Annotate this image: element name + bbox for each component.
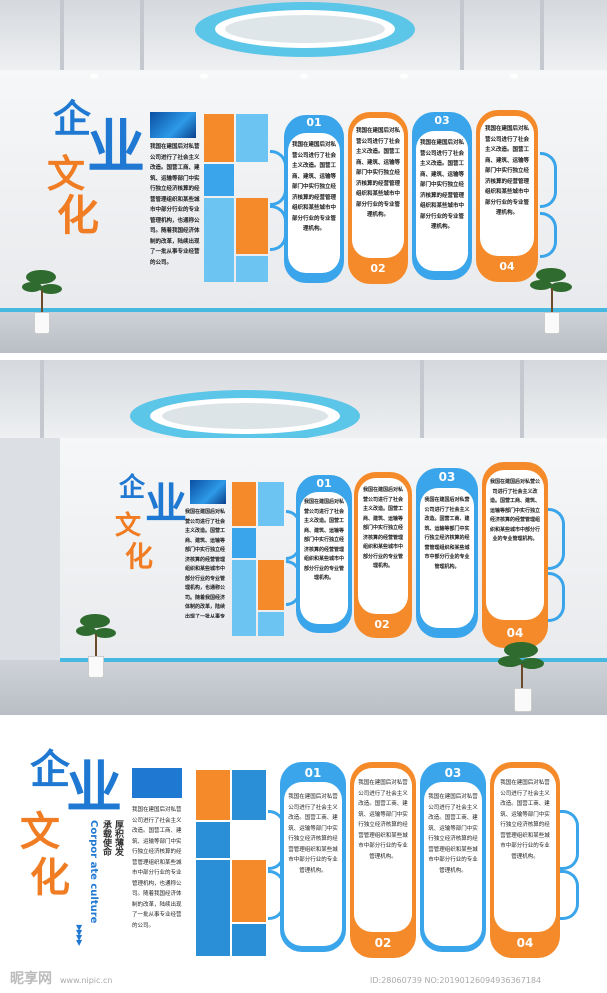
panel-text: 我国在建国后对私营公司进行了社会主义改造。国营工商、建筑、运输等部门中实行独立经… <box>428 794 478 874</box>
panel-number: 01 <box>304 766 322 780</box>
culture-logo: 企 业 文 化 <box>47 96 146 240</box>
panel-number: 02 <box>374 936 392 950</box>
watermark-logo: 昵享网 <box>10 971 52 987</box>
flat-logo: 企 业 文 化 <box>20 746 122 901</box>
flat-artwork: 企 业 文 化 Corpor ate culture 承载使命 厚积薄发 ▼▼▼… <box>0 720 607 993</box>
watermark-id: ID:28060739 NO:20190126094936367184 <box>370 976 542 985</box>
arrow-decoration: ▼▼▼▼ <box>76 923 83 947</box>
panel-number: 03 <box>444 766 462 780</box>
panel-text: 我国在建国后对私营公司进行了社会主义改造。国营工商、建筑、运输等部门中实行独立经… <box>358 780 408 860</box>
watermark-url: www.nipic.cn <box>60 976 113 985</box>
render-scene-1: 企 业 文 化 我国在建国后对私营公司进行了社会主义改造。国营工商、建筑、运输等… <box>0 0 607 353</box>
intro-text: 我国在建国后对私营公司进行了社会主义改造。国营工商、建筑、运输等部门中实行独立经… <box>150 144 200 266</box>
flat-intro-text: 我国在建国后对私营公司进行了社会主义改造。国营工商、建筑、运输等部门中实行独立经… <box>132 807 182 929</box>
floor <box>0 310 607 353</box>
plant-right <box>530 268 574 338</box>
slogan-2: 厚积薄发 <box>113 820 123 856</box>
render-scene-2: 企 业 文 化 我国在建国后对私营公司进行了社会主义改造。国营工商、建筑、运输等… <box>0 360 607 715</box>
panel-number: 04 <box>516 936 534 950</box>
plant-left <box>22 270 62 340</box>
panel-text: 我国在建国后对私营公司进行了社会主义改造。国营工商、建筑、运输等部门中实行独立经… <box>288 794 338 874</box>
english-tagline: Corpor ate culture <box>88 820 99 924</box>
panel-text: 我国在建国后对私营公司进行了社会主义改造。国营工商、建筑、运输等部门中实行独立经… <box>500 780 550 860</box>
header-image <box>150 112 196 138</box>
slogan-1: 承载使命 <box>101 820 111 856</box>
